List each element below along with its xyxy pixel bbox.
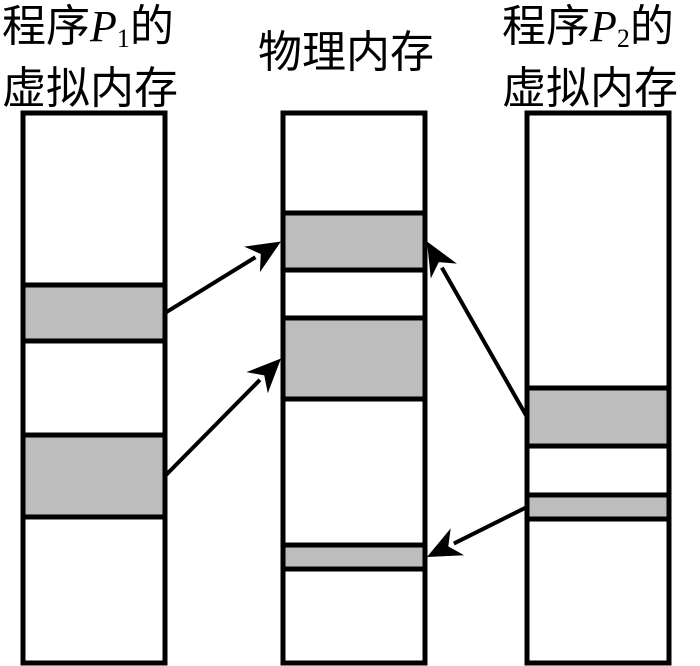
- p1-title-line1: 程序P1的: [2, 2, 178, 64]
- memory-block-phys-frame-a: [280, 210, 428, 273]
- p2-title-prefix: 程序: [502, 1, 590, 52]
- p2-title-sub: 2: [616, 24, 630, 53]
- p1-title-prefix: 程序: [2, 1, 90, 52]
- memory-block-p2-page-a: [524, 385, 672, 449]
- mapping-arrow-p1-page-a-to-phys-frame-a: [163, 255, 257, 315]
- memory-block-phys-frame-b: [280, 315, 428, 402]
- memory-block-phys-frame-c: [280, 542, 428, 572]
- arrowhead-icon: [427, 528, 465, 558]
- arrowhead-icon: [244, 241, 281, 273]
- p1-title-var: P: [90, 2, 117, 51]
- p1-title-line2: 虚拟内存: [2, 63, 178, 114]
- memory-column-p2-virtual: [524, 110, 672, 666]
- memory-column-physical: [280, 110, 428, 666]
- p1-title-suffix: 的: [129, 1, 174, 52]
- physical-memory-title: 物理内存: [258, 27, 434, 78]
- memory-block-p2-page-b: [524, 492, 672, 522]
- mapping-arrow-p2-page-a-to-phys-frame-a: [440, 266, 529, 419]
- arrowhead-icon: [427, 241, 457, 279]
- p2-title-var: P: [590, 2, 617, 51]
- p2-title-line2: 虚拟内存: [502, 63, 678, 114]
- memory-block-p1-page-a: [20, 282, 168, 344]
- memory-column-p1-virtual: [20, 110, 168, 666]
- mapping-arrow-p2-page-b-to-phys-frame-c: [452, 505, 528, 546]
- memory-block-p1-page-b: [20, 432, 168, 520]
- p1-title-sub: 1: [116, 24, 130, 53]
- p1-virtual-memory-title: 程序P1的 虚拟内存: [2, 2, 178, 114]
- p2-virtual-memory-title: 程序P2的 虚拟内存: [502, 2, 678, 114]
- p2-title-line1: 程序P2的: [502, 2, 678, 64]
- arrowhead-icon: [246, 358, 281, 394]
- mapping-arrow-p1-page-b-to-phys-frame-b: [163, 378, 262, 478]
- p2-title-suffix: 的: [629, 1, 674, 52]
